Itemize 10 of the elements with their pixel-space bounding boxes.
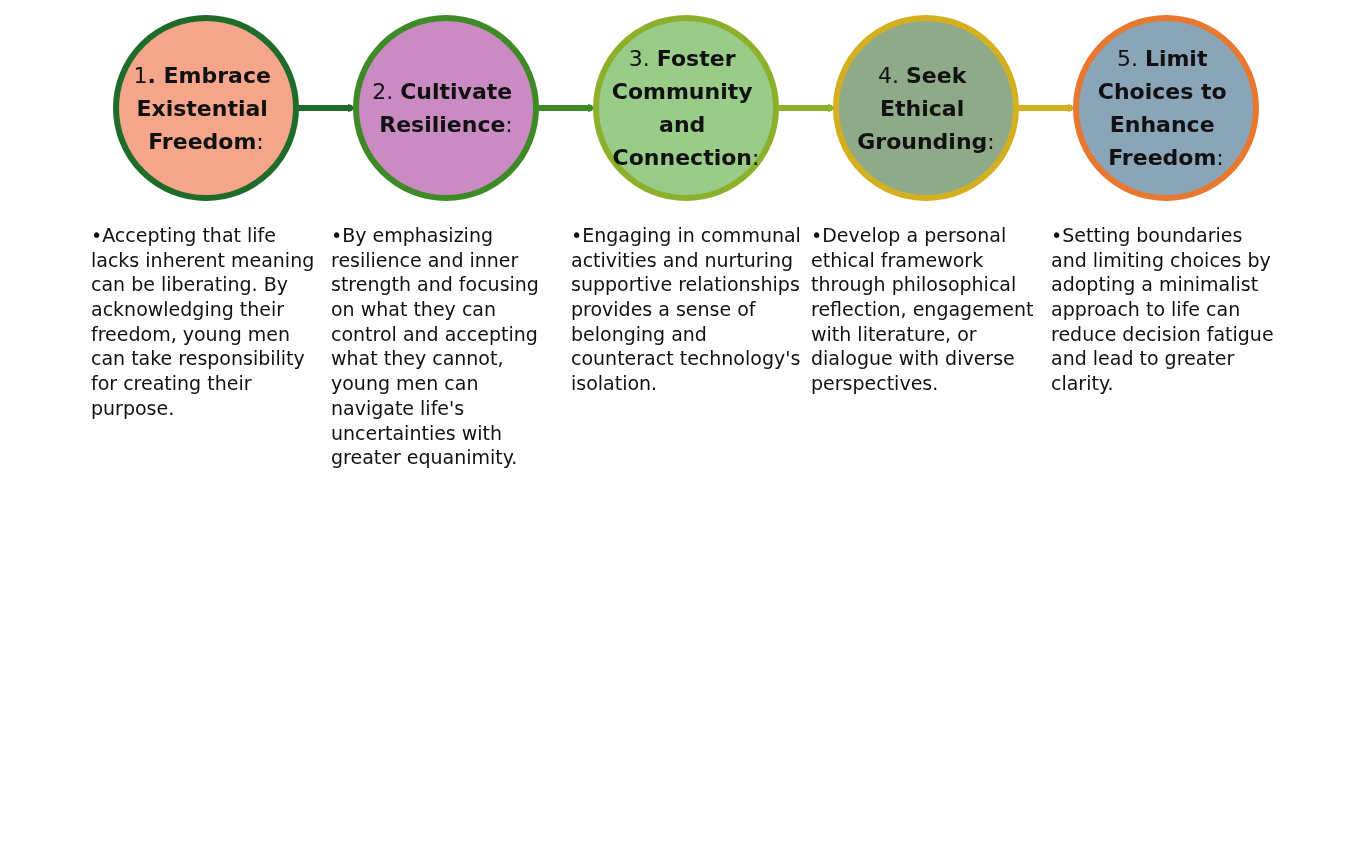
description-text: •Engaging in communal activities and nurturing supportive relationships provides a sense of belonging and counteract technology's isolation. <box>571 223 801 396</box>
node-circle: 2. Cultivate Resilience: <box>353 15 539 201</box>
node-circle: 4. Seek Ethical Grounding: <box>833 15 1019 201</box>
node-circle: 5. Limit Choices to Enhance Freedom: <box>1073 15 1259 201</box>
description-text: •Setting boundaries and limiting choices by adopting a minimalist approach to life can reduce decision fatigue and lead to greater clarity. <box>1051 223 1275 396</box>
description-text: •Accepting that life lacks inherent meaning can be liberating. By acknowledging their freedom, young men can take responsibility for creating their purpose. <box>91 223 316 421</box>
description-text: •By emphasizing resilience and inner strength and focusing on what they can control and accepting what they cannot, young men can navigate life's uncertainties with greater equanimity. <box>331 223 540 470</box>
description-text: •Develop a personal ethical framework through philosophical reflection, engagement with literature, or dialogue with diverse perspectives. <box>811 223 1035 396</box>
node-circle: 3. Foster Community and Connection: <box>593 15 779 201</box>
node-circle: 1. Embrace Existential Freedom: <box>113 15 299 201</box>
